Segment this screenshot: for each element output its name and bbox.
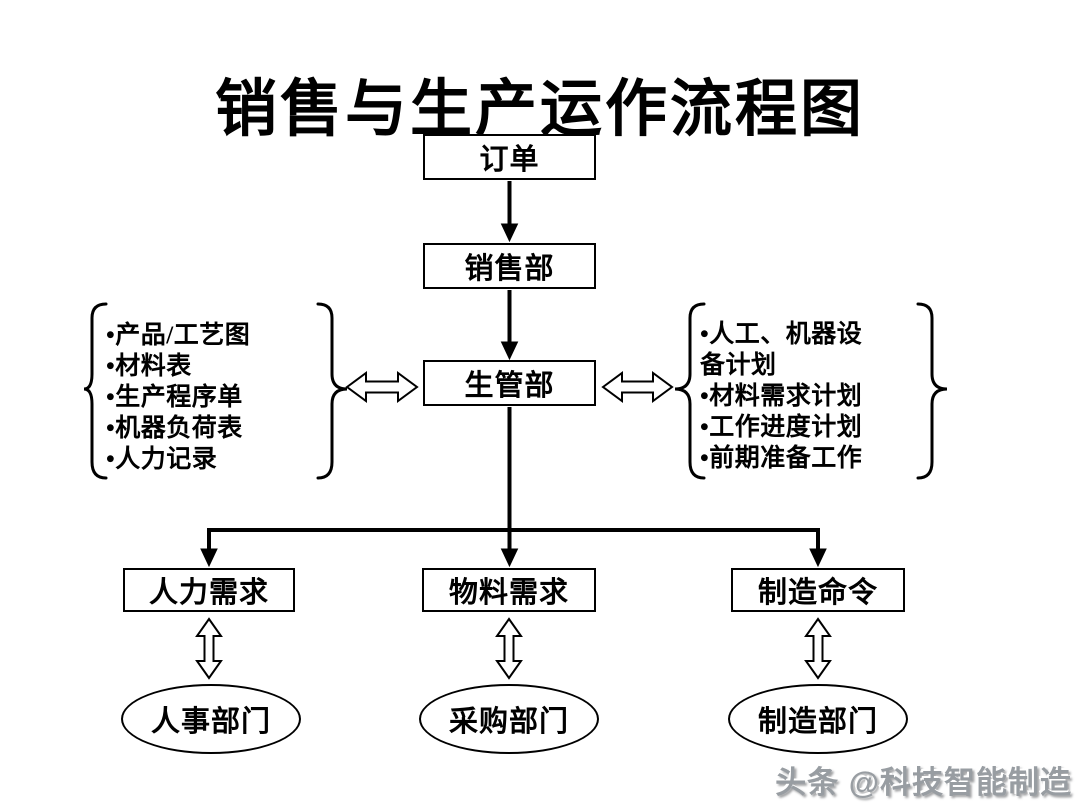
personnel-dept-label: 人事部门 (150, 706, 271, 738)
list-item: •工作进度计划 (700, 414, 863, 441)
list-item: •机器负荷表 (106, 415, 243, 442)
hr-demand-box: 人力需求 (123, 568, 295, 612)
brace-left-inner (316, 302, 348, 480)
production-mgmt-label: 生管部 (464, 370, 555, 402)
double-arrow-mfgorder-manufacturing (804, 617, 832, 680)
branch-line (200, 528, 827, 568)
purchasing-dept-ellipse: 采购部门 (419, 684, 599, 754)
production-mgmt-box: 生管部 (423, 360, 596, 406)
list-item: •人工、机器设备计划 (700, 321, 863, 379)
double-arrow-left-list-prodmgmt (345, 371, 419, 403)
material-demand-label: 物料需求 (448, 577, 569, 609)
left-input-list: •产品/工艺图 •材料表 •生产程序单 •机器负荷表 •人力记录 (106, 320, 321, 475)
page-title: 销售与生产运作流程图 (214, 75, 865, 144)
double-arrow-prodmgmt-right-list (601, 371, 674, 403)
manufacturing-dept-ellipse: 制造部门 (728, 684, 908, 754)
manufacturing-order-box: 制造命令 (731, 568, 905, 612)
brace-left-outer (83, 302, 108, 480)
order-box: 订单 (423, 134, 596, 180)
purchasing-dept-label: 采购部门 (448, 706, 569, 738)
list-item: •人力记录 (106, 446, 218, 473)
double-arrow-hr-personnel (195, 617, 223, 680)
personnel-dept-ellipse: 人事部门 (121, 684, 301, 754)
material-demand-box: 物料需求 (422, 568, 596, 612)
sales-dept-box: 销售部 (423, 243, 596, 289)
double-arrow-material-purchasing (495, 617, 523, 680)
manufacturing-order-label: 制造命令 (757, 577, 878, 609)
list-item: •生产程序单 (106, 384, 243, 411)
manufacturing-dept-label: 制造部门 (757, 706, 878, 738)
arrow-sales-to-prodmgmt (500, 290, 519, 361)
list-item: •前期准备工作 (700, 445, 863, 472)
brace-right-outer (916, 302, 948, 480)
list-item: •材料需求计划 (700, 383, 863, 410)
right-plan-list: •人工、机器设备计划 •材料需求计划 •工作进度计划 •前期准备工作 (700, 319, 883, 474)
arrow-prodmgmt-to-material-demand (500, 407, 519, 568)
hr-demand-label: 人力需求 (148, 577, 269, 609)
order-box-label: 订单 (479, 144, 540, 176)
list-item: •产品/工艺图 (106, 322, 251, 349)
watermark: 头条 @科技智能制造 (775, 765, 1072, 800)
sales-dept-label: 销售部 (464, 253, 555, 285)
brace-right-inner (674, 302, 706, 480)
list-item: •材料表 (106, 353, 192, 380)
arrow-order-to-sales (500, 181, 519, 243)
